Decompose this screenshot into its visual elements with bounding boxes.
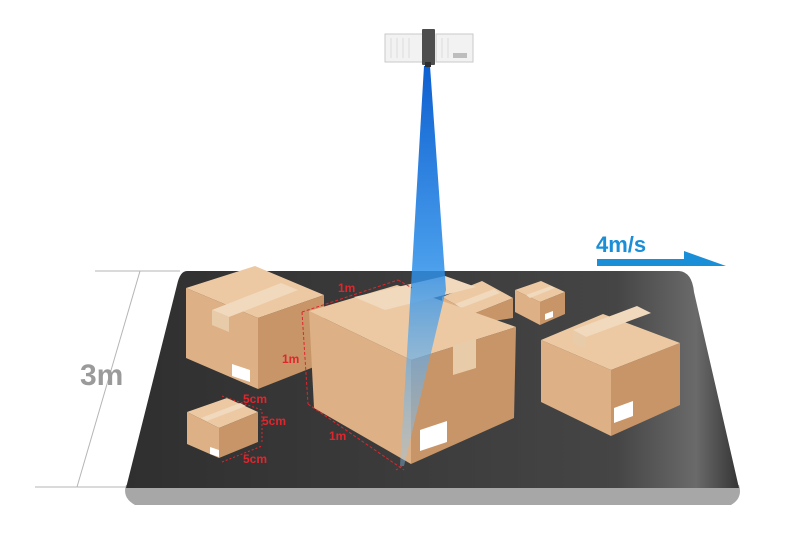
height-guide (35, 270, 180, 488)
big-box-dimensions (301, 279, 413, 471)
small-box-label-c: 5cm (243, 452, 267, 466)
height-label: 3m (80, 359, 123, 392)
small-box-dimensions (221, 395, 263, 463)
speed-indicator: 4m/s (596, 232, 726, 266)
barcode-scanner-icon (384, 29, 474, 67)
big-box-side-label: 1m (282, 352, 299, 366)
big-box-top-label: 1m (338, 281, 355, 295)
box-back-left (186, 266, 324, 389)
speed-label: 4m/s (596, 232, 646, 257)
laser-beam (400, 66, 446, 466)
box-right (541, 306, 680, 436)
box-back-right (515, 281, 565, 325)
small-box-label-a: 5cm (243, 392, 267, 406)
big-box-bottom-label: 1m (329, 429, 346, 443)
small-box-label-b: 5cm (262, 414, 286, 428)
box-front-left (187, 398, 258, 458)
